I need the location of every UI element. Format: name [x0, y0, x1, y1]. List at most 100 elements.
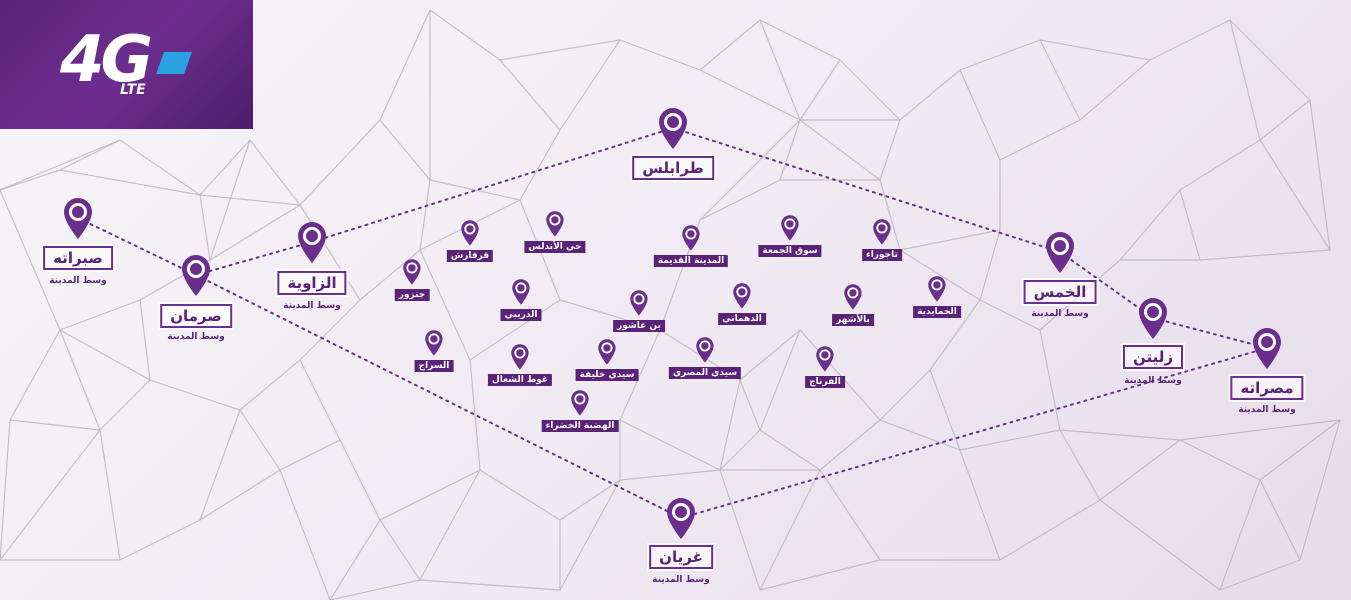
- route-line: [77, 217, 197, 276]
- district-pin-icon[interactable]: [402, 258, 422, 289]
- network-line: [879, 179, 901, 251]
- district-label[interactable]: السراج: [414, 360, 454, 372]
- district-pin-icon[interactable]: [780, 214, 800, 245]
- city-pin-misrata-icon[interactable]: [1251, 326, 1283, 374]
- district-pin-icon[interactable]: [460, 219, 480, 250]
- network-line: [329, 579, 421, 600]
- logo-4g-text: 4G: [60, 23, 153, 97]
- city-label-sabratha[interactable]: صبراته: [43, 246, 113, 270]
- network-line: [619, 329, 661, 421]
- network-line: [0, 139, 121, 191]
- city-pin-surman-icon[interactable]: [180, 253, 212, 301]
- city-pin-gharyan-icon[interactable]: [665, 496, 697, 544]
- district-label[interactable]: سوق الجمعة: [758, 245, 822, 257]
- district-pin-icon[interactable]: [681, 224, 701, 255]
- network-line: [1149, 19, 1231, 61]
- network-line: [1259, 139, 1331, 251]
- network-line: [419, 249, 471, 361]
- network-line: [59, 329, 151, 381]
- district-label[interactable]: سيدي المصري: [668, 367, 742, 379]
- district-label[interactable]: تاجوراء: [862, 249, 902, 261]
- district-label[interactable]: الحمايدية: [913, 306, 961, 318]
- district-pin-icon[interactable]: [695, 336, 715, 367]
- logo-4g-lte: 4G LTE: [0, 0, 253, 129]
- network-line: [59, 169, 201, 196]
- network-line: [799, 119, 881, 181]
- district-label[interactable]: قرقارش: [446, 250, 494, 262]
- district-pin-icon[interactable]: [511, 278, 531, 309]
- city-pin-zawiya-icon[interactable]: [296, 220, 328, 268]
- district-label[interactable]: الهضبة الخضراء: [541, 420, 619, 432]
- district-label[interactable]: حي الأندلس: [524, 241, 586, 253]
- route-line: [1152, 317, 1268, 349]
- district-pin-icon[interactable]: [927, 275, 947, 306]
- district-pin-icon[interactable]: [545, 210, 565, 241]
- city-sublabel-khoms: وسط المدينة: [1031, 309, 1089, 319]
- city-label-surman[interactable]: صرمان: [160, 304, 232, 328]
- route-line: [680, 347, 1268, 519]
- route-line: [311, 127, 674, 243]
- district-pin-icon[interactable]: [570, 389, 590, 420]
- district-label[interactable]: المدينة القديمة: [653, 255, 729, 267]
- network-line: [59, 139, 121, 171]
- district-pin-icon[interactable]: [510, 343, 530, 374]
- network-line: [899, 249, 981, 301]
- network-line: [1039, 39, 1081, 121]
- network-line: [699, 19, 761, 71]
- district-pin-icon[interactable]: [815, 345, 835, 376]
- network-line: [819, 419, 881, 471]
- district-label[interactable]: الدريبي: [500, 309, 542, 321]
- district-label[interactable]: بن عاشور: [613, 320, 665, 332]
- network-line: [979, 229, 1001, 301]
- network-line: [209, 139, 251, 261]
- network-line: [899, 229, 1001, 251]
- district-label[interactable]: جنزور: [394, 289, 430, 301]
- network-line: [469, 359, 481, 471]
- district-label[interactable]: الدهماني: [718, 313, 766, 325]
- network-line: [739, 329, 801, 381]
- network-line: [929, 299, 981, 371]
- network-line: [379, 9, 431, 121]
- network-line: [339, 439, 381, 521]
- network-line: [499, 59, 561, 131]
- district-label[interactable]: غوط الشعال: [487, 374, 553, 386]
- district-label[interactable]: سيدي خليفة: [575, 369, 639, 381]
- network-line: [379, 519, 421, 581]
- network-line: [299, 204, 361, 301]
- district-pin-icon[interactable]: [629, 289, 649, 320]
- city-pin-sabratha-icon[interactable]: [62, 196, 94, 244]
- network-line: [1179, 419, 1341, 441]
- city-label-gharyan[interactable]: غريان: [649, 545, 713, 569]
- network-line: [1099, 499, 1221, 591]
- district-pin-icon[interactable]: [597, 338, 617, 369]
- network-line: [879, 369, 931, 421]
- district-pin-icon[interactable]: [732, 282, 752, 313]
- city-pin-khoms-icon[interactable]: [1044, 230, 1076, 278]
- network-line: [99, 429, 121, 561]
- network-line: [0, 169, 61, 191]
- network-line: [279, 469, 331, 600]
- network-line: [379, 469, 481, 521]
- city-label-khoms[interactable]: الخمس: [1023, 280, 1097, 304]
- district-pin-icon[interactable]: [843, 283, 863, 314]
- district-label[interactable]: الفرناج: [805, 376, 845, 388]
- network-line: [9, 329, 61, 421]
- city-label-zliten[interactable]: زليتن: [1122, 345, 1184, 369]
- network-line: [379, 119, 431, 181]
- district-pin-icon[interactable]: [872, 218, 892, 249]
- district-pin-icon[interactable]: [424, 329, 444, 360]
- city-label-tripoli[interactable]: طرابلس: [632, 156, 714, 180]
- network-line: [199, 139, 251, 196]
- city-label-misrata[interactable]: مصراته: [1230, 376, 1304, 400]
- route-line: [672, 127, 1061, 253]
- network-line: [299, 359, 341, 441]
- city-pin-zliten-icon[interactable]: [1137, 296, 1169, 344]
- route-line: [195, 241, 313, 276]
- city-pin-tripoli-icon[interactable]: [657, 106, 689, 154]
- network-line: [759, 559, 881, 591]
- district-label[interactable]: بالأشهر: [832, 314, 874, 326]
- network-line: [959, 449, 1001, 561]
- network-line: [929, 369, 961, 451]
- city-label-zawiya[interactable]: الزاوية: [277, 271, 347, 295]
